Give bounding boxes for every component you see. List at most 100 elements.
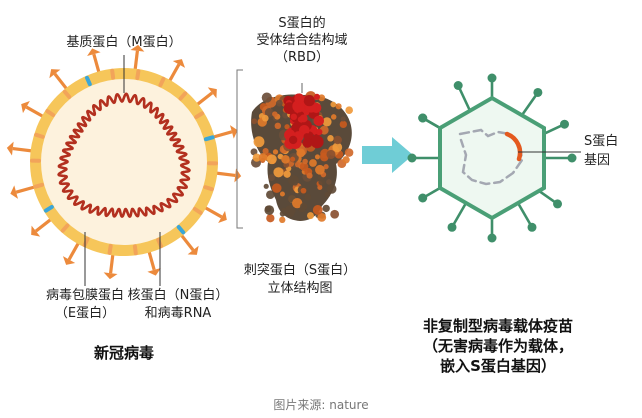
protein-residue bbox=[266, 190, 275, 199]
protein-residue bbox=[330, 209, 340, 219]
protein-residue bbox=[262, 148, 269, 155]
protein-residue bbox=[339, 120, 347, 129]
m-protein-label: 基质蛋白（M蛋白） bbox=[66, 35, 182, 50]
protein-residue bbox=[290, 156, 296, 162]
protein-residue bbox=[271, 183, 282, 193]
vector-fiber-knob bbox=[487, 233, 497, 243]
gene-label-line1: S蛋白 bbox=[584, 134, 619, 149]
spike-head bbox=[62, 256, 76, 265]
protein-residue bbox=[283, 162, 290, 168]
s-protein-gene bbox=[504, 131, 523, 162]
bracket bbox=[236, 69, 243, 229]
e-protein bbox=[43, 204, 54, 213]
spike-head bbox=[87, 48, 101, 57]
spike-head bbox=[130, 44, 145, 52]
spike-head bbox=[10, 185, 19, 199]
e-protein-label-line1: 病毒包膜蛋白 bbox=[45, 288, 124, 303]
arrow-right-icon bbox=[362, 137, 413, 173]
protein-residue bbox=[300, 187, 307, 194]
protein-residue bbox=[253, 136, 265, 148]
vector-fiber-knob bbox=[418, 193, 428, 203]
n-protein-label: 核蛋白（N蛋白） 和病毒RNA bbox=[116, 287, 240, 323]
protein-residue bbox=[283, 170, 291, 178]
rbd-residue bbox=[303, 133, 311, 140]
protein-residue bbox=[302, 158, 308, 165]
protein-residue bbox=[263, 183, 269, 189]
protein-residue bbox=[327, 135, 334, 142]
protein-residue bbox=[266, 154, 277, 165]
m-protein bbox=[33, 182, 45, 189]
rbd-label-line3: （RBD） bbox=[275, 50, 329, 65]
protein-residue bbox=[330, 101, 337, 108]
rbd-domain bbox=[283, 93, 325, 150]
e-protein bbox=[176, 225, 186, 235]
gene-label-line2: 基因 bbox=[584, 153, 611, 168]
spike-head bbox=[31, 225, 41, 237]
protein-residue bbox=[317, 212, 327, 222]
protein-residue bbox=[264, 205, 272, 213]
spike-head bbox=[229, 125, 238, 139]
virus-title: 新冠病毒 bbox=[93, 344, 154, 362]
m-protein bbox=[178, 91, 188, 101]
coronavirus-illustration bbox=[6, 44, 242, 286]
m-protein bbox=[192, 206, 203, 215]
protein-residue bbox=[296, 148, 306, 158]
spike-head bbox=[207, 87, 217, 99]
protein-residue bbox=[279, 191, 285, 197]
protein-residue bbox=[274, 122, 282, 130]
m-protein bbox=[194, 111, 205, 120]
vector-fiber-knob bbox=[487, 73, 497, 83]
spike-head bbox=[103, 272, 118, 280]
protein-residue bbox=[342, 156, 350, 164]
protein-residue bbox=[272, 149, 279, 155]
rbd-residue bbox=[290, 113, 298, 121]
protein-residue bbox=[292, 197, 303, 209]
vector-fiber bbox=[516, 202, 534, 228]
protein-residue bbox=[307, 212, 314, 220]
spike-caption: 刺突蛋白（S蛋白） 立体结构图 bbox=[236, 262, 364, 298]
rbd-residue bbox=[292, 99, 305, 113]
spike-head bbox=[147, 267, 161, 276]
protein-residue bbox=[258, 153, 268, 162]
vector-fiber-knob bbox=[567, 153, 577, 163]
protein-residue bbox=[294, 161, 301, 168]
protein-residue bbox=[261, 92, 272, 103]
protein-residue bbox=[322, 204, 330, 213]
protein-residue bbox=[306, 172, 313, 179]
e-protein bbox=[203, 135, 215, 142]
protein-residue bbox=[292, 180, 298, 186]
vector-fiber-knob bbox=[447, 222, 457, 232]
vector-fiber bbox=[450, 202, 468, 228]
spike-head bbox=[234, 168, 242, 183]
protein-residue bbox=[315, 164, 325, 175]
rbd-residue bbox=[288, 135, 298, 145]
spike-head bbox=[172, 59, 186, 68]
viral-vector-illustration bbox=[407, 73, 581, 243]
image-credit: 图片来源: nature bbox=[273, 398, 369, 412]
e-protein bbox=[84, 75, 92, 87]
protein-residue bbox=[324, 191, 331, 198]
spike-caption-line1: 刺突蛋白（S蛋白） bbox=[243, 263, 357, 278]
viral-rna bbox=[57, 92, 191, 218]
vector-fiber-knob bbox=[533, 87, 543, 97]
rbd-residue bbox=[313, 93, 320, 100]
protein-residue bbox=[281, 207, 287, 213]
rbd-residue bbox=[313, 115, 325, 127]
protein-residue bbox=[250, 148, 258, 156]
rbd-label: S蛋白的 受体结合结构域 （RBD） bbox=[250, 15, 354, 66]
m-protein bbox=[135, 69, 141, 81]
vector-dna bbox=[458, 128, 524, 186]
m-protein bbox=[62, 89, 72, 99]
protein-residue bbox=[273, 167, 284, 178]
vector-fiber-knob bbox=[527, 222, 537, 232]
gene-label: S蛋白 基因 bbox=[584, 132, 618, 170]
protein-residue bbox=[333, 135, 342, 145]
protein-residue bbox=[281, 154, 290, 164]
vaccine-title-line3: 嵌入S蛋白基因） bbox=[440, 357, 556, 375]
vector-fiber-knob bbox=[553, 199, 563, 209]
vector-fiber-knob bbox=[560, 119, 570, 129]
m-protein bbox=[132, 244, 138, 256]
virus-spikes bbox=[6, 44, 242, 280]
protein-residue bbox=[284, 124, 290, 130]
